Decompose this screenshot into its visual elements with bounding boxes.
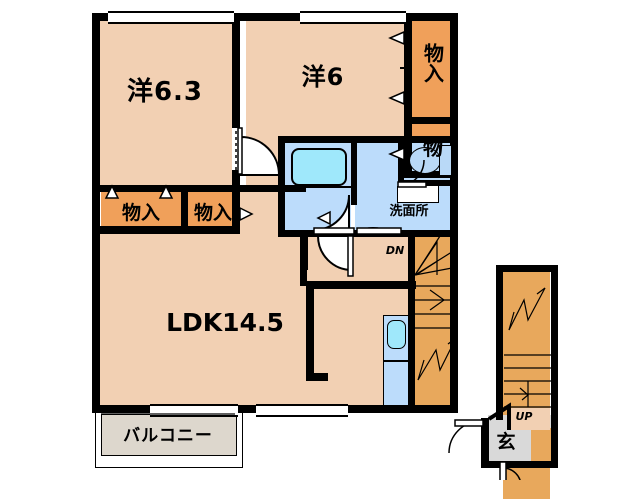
wall-genkan-left xyxy=(481,418,489,468)
window-ldk-bottom-4 xyxy=(302,404,348,417)
balcony-floor xyxy=(101,414,237,456)
wall-ldk-partition-v xyxy=(306,281,314,381)
window-room-north-top xyxy=(300,11,354,24)
closet-ne-upper-floor xyxy=(411,20,455,117)
wall-room-divider xyxy=(232,13,240,128)
wall-hall-left xyxy=(300,236,307,286)
ldk-label: LDK14.5 xyxy=(166,307,284,337)
wall-room-north-bottom xyxy=(240,185,306,192)
closet-west-2-label: 物入 xyxy=(193,201,232,224)
balcony-label: バルコニー xyxy=(123,425,213,446)
closet-ne-lower-label: 物 xyxy=(423,135,443,160)
wall-bath-left xyxy=(278,136,285,236)
entrance-door-leaf xyxy=(454,419,484,427)
toilet-tank xyxy=(439,145,452,176)
wall-closet-west-bottom xyxy=(99,226,240,234)
wall-closet-west-right xyxy=(232,185,240,233)
room-north-label: 洋6 xyxy=(301,62,345,91)
wall-stairwell-top xyxy=(496,265,558,272)
window-room-north-top-2 xyxy=(354,11,406,24)
wall-ldk-partition-h xyxy=(306,281,416,289)
wall-closet-west-mid xyxy=(181,185,188,233)
bathtub-divider xyxy=(285,186,351,188)
wall-closet-ne-bottom xyxy=(404,171,458,178)
room-west-label: 洋6.3 xyxy=(126,76,204,107)
wall-hall-door-head xyxy=(306,236,308,270)
kitchen-counter-divider xyxy=(383,360,409,362)
genkan-step xyxy=(531,428,551,462)
closet-west-1-label: 物入 xyxy=(121,201,160,224)
window-room-west-top-2 xyxy=(174,11,234,24)
wall-stair-left xyxy=(408,236,415,410)
wall-bath-right-of-tub xyxy=(351,143,357,205)
entrance-door-swing xyxy=(448,420,482,454)
closet-ne-upper-label: 物入 xyxy=(420,43,445,83)
wall-bottom-2 xyxy=(238,405,458,413)
wall-closet-west-top xyxy=(99,185,240,192)
stair-up-label: UP xyxy=(515,409,533,423)
wall-bath-bottom xyxy=(278,230,373,237)
kitchen-sink-basin xyxy=(387,320,406,349)
wall-right xyxy=(450,13,458,413)
wall-closet-ne-left xyxy=(404,13,412,173)
room-west-floor xyxy=(99,20,232,190)
wall-toilet-bottom xyxy=(398,180,458,186)
entrance-label: 玄 xyxy=(496,430,516,453)
wall-ldk-partition-foot xyxy=(306,373,328,381)
wall-bath-top xyxy=(278,136,458,143)
floor-plan: 洋6.3 洋6 LDK14.5 洗面所 バルコニー 玄 物入 物 物入 物入 D… xyxy=(92,11,558,499)
wall-top xyxy=(92,13,455,21)
bathtub xyxy=(291,148,347,186)
washroom-vanity xyxy=(397,186,439,203)
up-landing xyxy=(508,408,550,430)
wall-closet-ne-split xyxy=(404,117,458,124)
window-room-west-top xyxy=(108,11,174,24)
stair-down-label: DN xyxy=(385,243,405,257)
window-ldk-bottom-3 xyxy=(256,404,302,417)
wall-left xyxy=(92,13,100,413)
wall-genkan-bottom xyxy=(488,461,558,468)
door-room-north-leaf xyxy=(237,127,243,175)
closet-west-2-floor xyxy=(188,192,238,232)
wall-stairwell-right xyxy=(551,265,558,468)
washroom-label: 洗面所 xyxy=(389,203,429,219)
window-ldk-bottom-2 xyxy=(194,404,238,417)
kitchen-counter-outline xyxy=(383,315,409,410)
wall-washroom-bottom xyxy=(373,230,458,237)
window-ldk-bottom-1 xyxy=(150,404,194,417)
wall-stairwell-left xyxy=(496,265,503,420)
